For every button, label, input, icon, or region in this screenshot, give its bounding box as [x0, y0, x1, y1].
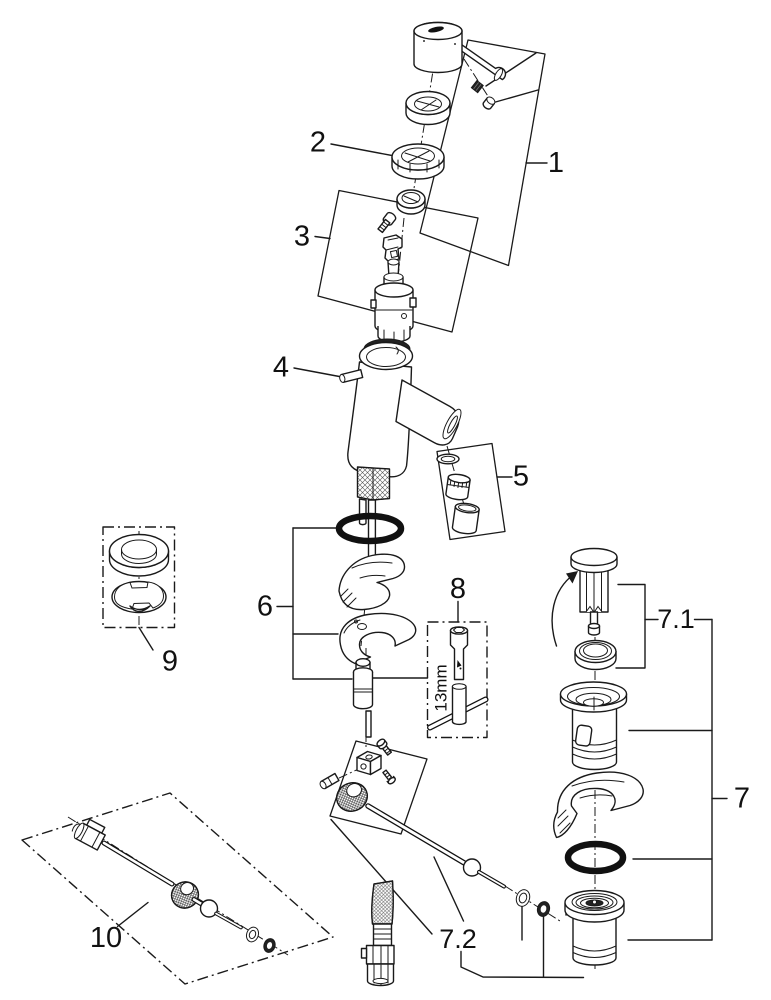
bracket-part7-2 [330, 818, 585, 979]
plug [319, 772, 340, 790]
rotation-arrow-icon [551, 571, 578, 647]
label-part9: 9 [162, 646, 178, 678]
bracket-part7 [627, 618, 728, 941]
body-side-pin [339, 368, 364, 384]
drain-flange [559, 681, 628, 771]
cover-ring [108, 533, 170, 577]
handle-ring-cover [405, 90, 451, 126]
handle-set-screw [470, 79, 484, 94]
part-4-faucet-body [339, 341, 462, 591]
label-part2: 2 [310, 127, 326, 159]
threaded-shank [356, 466, 391, 501]
part-8-socket-tool [427, 626, 489, 731]
rod-o-ring [515, 889, 531, 907]
spout [395, 379, 462, 446]
callout-box-part5 [436, 442, 506, 541]
seal-dome [396, 189, 426, 215]
drain-lower-body [564, 889, 625, 966]
connector-block [356, 750, 382, 776]
part-6-mounting-group [335, 512, 417, 738]
label-part4: 4 [273, 352, 289, 384]
leader-part9 [138, 626, 154, 651]
mounting-bracket [339, 612, 417, 665]
set-screw-cap [482, 96, 496, 110]
label-part10: 10 [90, 922, 122, 954]
part-9-ring-set [108, 533, 170, 614]
pivot-rod [365, 803, 506, 889]
lever-handle [413, 21, 507, 81]
label-part7-1: 7.1 [657, 604, 695, 634]
aerator-washer [436, 453, 460, 465]
body-o-ring [335, 512, 405, 545]
part-2-mounting-ring [391, 143, 445, 180]
callout-box-part3 [317, 189, 479, 333]
aerator-housing [451, 502, 480, 535]
label-part6: 6 [257, 591, 273, 623]
block-screw-lower [382, 769, 396, 785]
label-part1: 1 [548, 147, 564, 179]
cartridge-screw [377, 211, 397, 234]
rod-washer [536, 901, 551, 917]
spare-washer [263, 938, 276, 953]
axis-lines [67, 39, 596, 970]
elbow-connector [71, 818, 106, 851]
callout-box-part10 [21, 792, 334, 985]
cartridge [370, 258, 417, 343]
wedge-washer [338, 553, 406, 611]
aerator-insert [445, 473, 471, 501]
leader-screw-cap [491, 89, 539, 104]
leader-set-screw [485, 52, 537, 87]
drain-seal-ring [574, 639, 617, 671]
cartridge-adapter [382, 234, 403, 263]
knurled-nut-spare [170, 881, 200, 909]
braided-supply-hose [360, 880, 395, 987]
threaded-pin [365, 710, 372, 738]
supply-tube [358, 498, 367, 526]
part-10-pivot-rod-assembly [71, 818, 276, 953]
leader-part2 [330, 143, 401, 158]
wedge-gasket [552, 771, 644, 839]
leader-part4 [293, 367, 343, 378]
nozzle-nut [352, 658, 374, 710]
drain-o-ring [564, 840, 627, 875]
callout-labels: 1 2 3 4 5 6 7 7.1 7.2 8 9 10 13mm [90, 127, 750, 955]
knurled-nut [336, 782, 368, 812]
mounting-ring-keyed [111, 580, 167, 614]
part-5-aerator-group [436, 453, 480, 535]
spare-o-ring [245, 926, 260, 943]
block-screw-upper [376, 738, 393, 756]
callout-boxes [317, 39, 546, 333]
socket-wrench [427, 626, 489, 731]
callout-box-part8 [426, 621, 488, 739]
leader-part3 [314, 235, 331, 240]
callout-box-part9 [102, 526, 176, 629]
label-tool-size: 13mm [432, 664, 451, 711]
leader-lines [21, 52, 728, 985]
label-part3: 3 [294, 221, 310, 253]
label-part5: 5 [513, 461, 529, 493]
label-part7-2: 7.2 [439, 924, 477, 954]
bracket-part6 [276, 527, 353, 680]
part-3-cartridge-group [363, 211, 417, 366]
pop-up-knob [570, 547, 618, 636]
part-1-handle-assembly [405, 21, 507, 126]
label-part8: 8 [450, 573, 466, 605]
rod-ball [199, 899, 219, 918]
leader-part10 [116, 901, 149, 928]
part-7-drain-group [551, 547, 644, 966]
part-7-2-pivot-rod-group [319, 738, 551, 917]
bracket-part7-1 [615, 583, 713, 669]
label-part7: 7 [734, 783, 750, 815]
